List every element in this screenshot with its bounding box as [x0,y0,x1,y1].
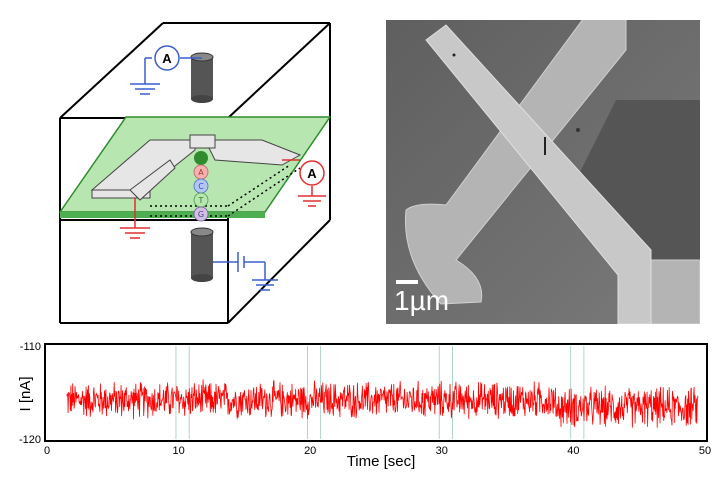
svg-text:A: A [307,166,317,181]
y-axis-label: I [nA] [17,376,34,411]
green-membrane-edge [60,212,265,218]
current-trace-line [66,379,699,428]
scale-label: 1µm [394,285,450,316]
base-c-label: C [198,182,204,191]
x-tick-label: 40 [567,445,579,457]
dna-bases: A C T G [193,151,209,222]
sem-image: 1µm [386,20,700,324]
x-tick-label: 20 [304,445,316,457]
y-tick-label: -110 [20,341,41,353]
right-ammeter-circuit [282,159,326,207]
dashed-guides [150,164,301,217]
x-tick-labels: 0 10 20 30 40 50 [44,445,711,457]
gap-marker [544,137,546,155]
base-t-label: T [198,196,204,205]
x-tick-label: 10 [172,445,184,457]
top-cylinder [190,52,214,103]
electrodes [90,134,302,201]
particle [576,128,580,132]
svg-text:A: A [162,51,172,66]
current-trace-chart: 0 10 20 30 40 50 -110 -120 Time [sec] I [nA] [17,341,711,470]
right-ammeter-icon: A [299,160,325,186]
top-ammeter-circuit [130,57,202,95]
x-tick-label: 30 [436,445,448,457]
y-tick-labels: -110 -120 [19,341,41,446]
x-tick-label: 0 [44,445,50,457]
lower-strip [404,20,627,305]
top-ammeter-icon: A [154,45,180,71]
scale-bar [396,280,418,284]
x-tick-label: 50 [699,445,711,457]
left-ground-circuit [120,198,150,239]
base-g-label: G [198,210,204,219]
main-bar [425,24,652,324]
bottom-battery-circuit [213,252,278,291]
current-trace [66,379,699,428]
y-tick-label: -120 [19,434,41,446]
x-axis-label: Time [sec] [347,453,416,470]
bottom-cylinder [190,227,214,282]
device-schematic: A C T G A A [58,22,332,324]
particle-top [452,53,456,57]
base-a-label: A [198,168,204,177]
